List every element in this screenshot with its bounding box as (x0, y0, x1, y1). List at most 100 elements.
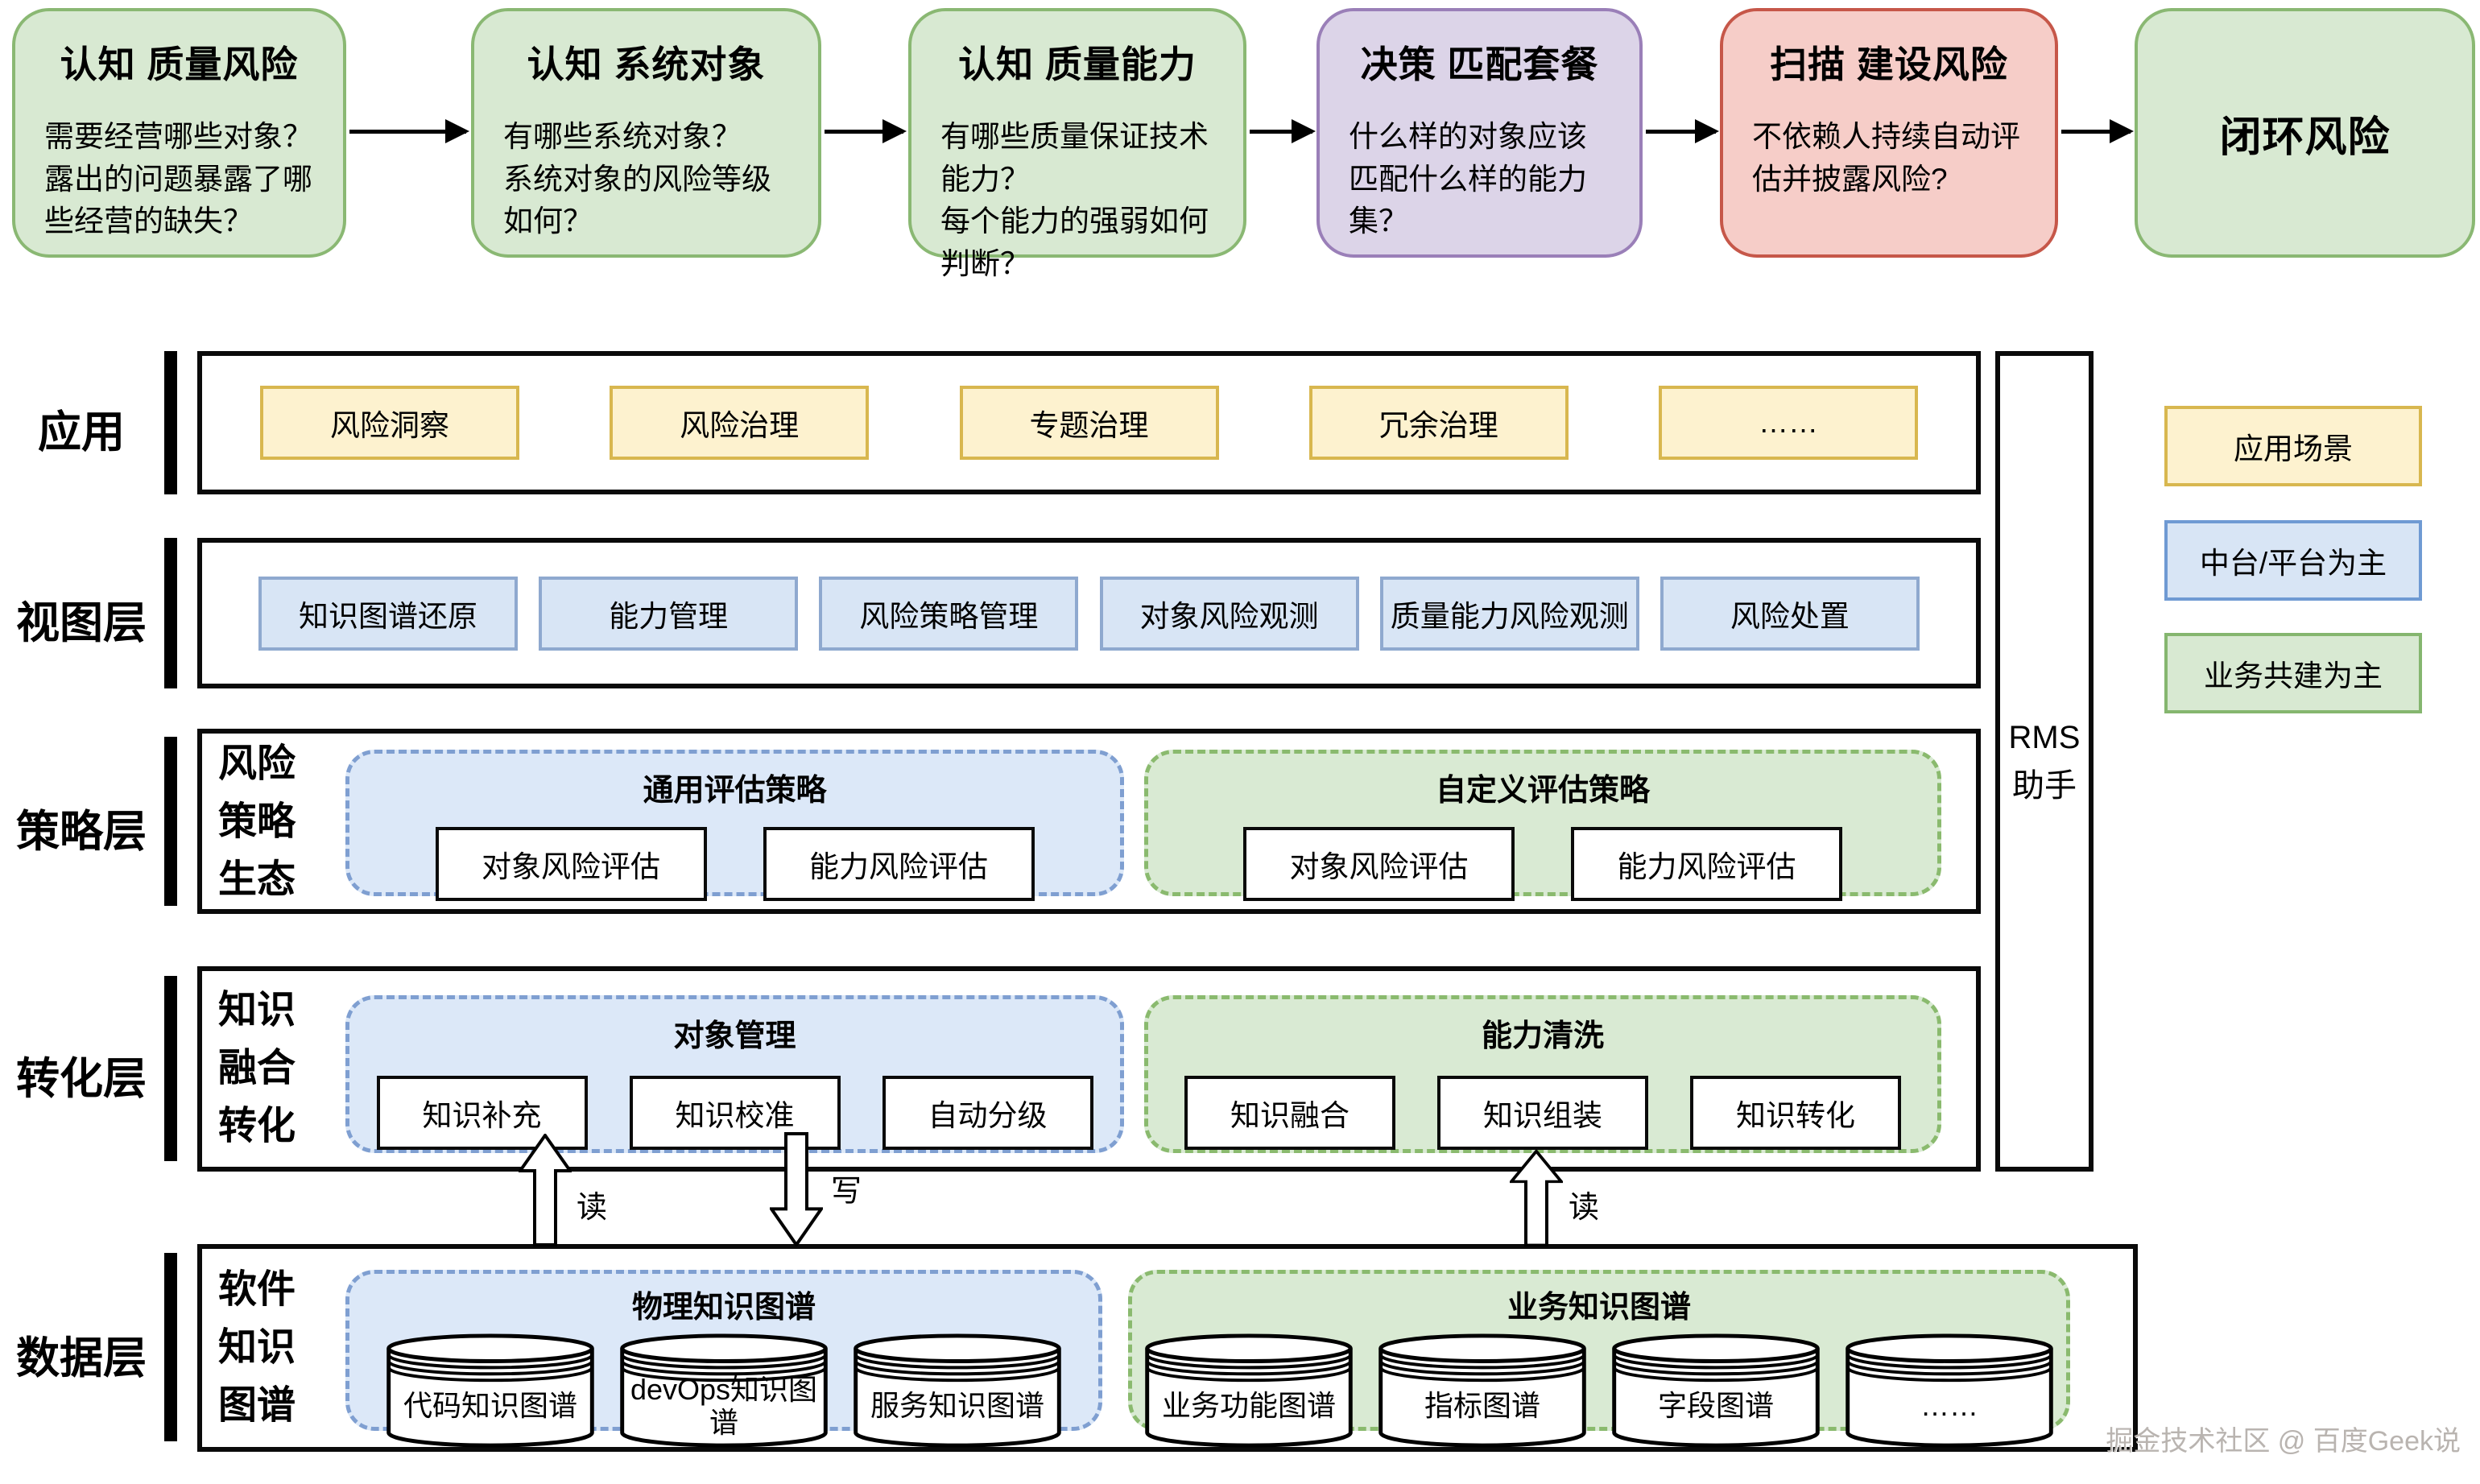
database-icon (1145, 1333, 1353, 1448)
database-cylinder: …… (1840, 1331, 2059, 1450)
layer-label-strategy: 策略层 (16, 808, 147, 856)
layer-label-view: 视图层 (16, 599, 147, 647)
data-sublabel: 软件 知识 图谱 (218, 1268, 296, 1427)
strategy-item: 对象风险评估 (435, 827, 707, 901)
business-knowledge-graph-group: 业务知识图谱 业务功能图谱 (1128, 1270, 2070, 1448)
flow-step-body: 需要经营哪些对象？ 露出的问题暴露了哪些经营的缺失？ (44, 120, 312, 238)
legend-business-cobuilt: 业务共建为主 (2164, 633, 2422, 713)
strategy-sublabel: 风险 策略 生态 (218, 742, 296, 901)
transform-item: 自动分级 (882, 1076, 1093, 1150)
database-icon (620, 1333, 828, 1448)
flow-step-decision-match: 决策 匹配套餐 什么样的对象应该匹配什么样的能力集？ (1316, 8, 1643, 258)
group-title: 对象管理 (673, 1019, 796, 1053)
strategy-item: 能力风险评估 (763, 827, 1035, 901)
group-title: 能力清洗 (1481, 1019, 1604, 1053)
read-up-arrow-icon (1508, 1148, 1564, 1250)
database-icon (1378, 1333, 1586, 1448)
layer-bar (164, 351, 177, 494)
layer-label-app: 应用 (38, 408, 125, 457)
transform-layer-row: 知识 融合 转化 对象管理 知识补充 知识校准 自动分级 能力清洗 知识融合 知… (197, 966, 1981, 1172)
database-icon (386, 1333, 594, 1448)
cylinder-label: 代码知识图谱 (403, 1389, 577, 1423)
database-cylinder: devOps知识图谱 (614, 1331, 833, 1450)
read-label: 读 (577, 1191, 608, 1225)
flow-step-body: 有哪些系统对象？ 系统对象的风险等级如何？ (503, 120, 771, 238)
transform-item: 知识转化 (1690, 1076, 1901, 1150)
database-cylinder: 服务知识图谱 (848, 1331, 1067, 1450)
legend-platform-led: 中台/平台为主 (2164, 520, 2422, 601)
cylinder-label: 指标图谱 (1424, 1389, 1540, 1423)
view-box: 对象风险观测 (1099, 576, 1359, 651)
cylinder-label: 字段图谱 (1657, 1389, 1774, 1423)
database-icon (854, 1333, 1061, 1448)
view-box: 能力管理 (539, 576, 799, 651)
flow-step-quality-risk: 认知 质量风险 需要经营哪些对象？ 露出的问题暴露了哪些经营的缺失？ (12, 8, 346, 258)
flow-step-body: 有哪些质量保证技术能力？ 每个能力的强弱如何判断？ (940, 120, 1209, 280)
read-up-arrow-icon (517, 1132, 573, 1250)
group-title: 业务知识图谱 (1507, 1291, 1691, 1325)
view-box: 风险策略管理 (819, 576, 1079, 651)
flow-step-title: 决策 匹配套餐 (1360, 43, 1599, 85)
watermark: 掘金技术社区 @ 百度Geek说 (2106, 1426, 2461, 1457)
flow-step-body: 不依赖人持续自动评估并披露风险? (1752, 120, 2020, 196)
view-box: 知识图谱还原 (258, 576, 518, 651)
app-box: …… (1659, 386, 1918, 460)
flow-step-title: 闭环风险 (2219, 114, 2391, 161)
transform-item: 知识组装 (1437, 1076, 1648, 1150)
flow-arrow-icon (1646, 119, 1719, 143)
strategy-item: 能力风险评估 (1571, 827, 1842, 901)
app-box: 风险洞察 (260, 386, 519, 460)
group-title: 通用评估策略 (643, 774, 827, 808)
layer-bar (164, 538, 177, 688)
app-layer-row: 风险洞察 风险治理 专题治理 冗余治理 …… (197, 351, 1981, 494)
view-layer-row: 知识图谱还原 能力管理 风险策略管理 对象风险观测 质量能力风险观测 风险处置 (197, 538, 1981, 688)
physical-knowledge-graph-group: 物理知识图谱 代码知识图谱 (345, 1270, 1102, 1448)
app-box: 专题治理 (959, 386, 1219, 460)
transform-item: 知识补充 (376, 1076, 588, 1150)
app-box: 风险治理 (610, 386, 870, 460)
flow-step-quality-capability: 认知 质量能力 有哪些质量保证技术能力？ 每个能力的强弱如何判断？ (908, 8, 1246, 280)
object-management-group: 对象管理 知识补充 知识校准 自动分级 (345, 995, 1124, 1153)
write-down-arrow-icon (768, 1132, 825, 1250)
write-label: 写 (831, 1175, 862, 1209)
flow-step-title: 扫描 建设风险 (1770, 43, 2008, 85)
layer-label-data: 数据层 (16, 1334, 147, 1383)
database-icon (1612, 1333, 1820, 1448)
flow-arrow-icon (825, 119, 907, 143)
view-box: 风险处置 (1660, 576, 1920, 651)
transform-item: 知识融合 (1184, 1076, 1395, 1150)
app-box: 冗余治理 (1308, 386, 1569, 460)
flow-step-body: 什么样的对象应该匹配什么样的能力集？ (1349, 120, 1587, 238)
flow-arrow-icon (2061, 119, 2134, 143)
flow-arrow-icon (349, 119, 469, 143)
flow-step-scan-risk: 扫描 建设风险 不依赖人持续自动评估并披露风险? (1720, 8, 2058, 258)
cylinder-label: 服务知识图谱 (870, 1389, 1044, 1423)
read-label: 读 (1569, 1191, 1600, 1225)
flow-step-system-object: 认知 系统对象 有哪些系统对象？ 系统对象的风险等级如何？ (471, 8, 821, 258)
strategy-layer-row: 风险 策略 生态 通用评估策略 对象风险评估 能力风险评估 自定义评估策略 对象… (197, 729, 1981, 914)
flow-arrow-icon (1250, 119, 1316, 143)
group-title: 物理知识图谱 (631, 1291, 816, 1325)
flow-step-title: 认知 质量风险 (60, 43, 299, 85)
layer-label-transform: 转化层 (16, 1055, 147, 1103)
database-cylinder: 指标图谱 (1373, 1331, 1592, 1450)
generic-eval-strategy-group: 通用评估策略 对象风险评估 能力风险评估 (345, 750, 1124, 901)
database-cylinder: 字段图谱 (1606, 1331, 1825, 1450)
capability-cleaning-group: 能力清洗 知识融合 知识组装 知识转化 (1144, 995, 1941, 1153)
legend-application-scenario: 应用场景 (2164, 406, 2422, 486)
flow-step-title: 认知 质量能力 (958, 43, 1197, 85)
cylinder-label: …… (1920, 1389, 1978, 1423)
database-cylinder: 代码知识图谱 (381, 1331, 600, 1450)
group-title: 自定义评估策略 (1435, 774, 1650, 808)
transform-sublabel: 知识 融合 转化 (218, 989, 296, 1147)
strategy-item: 对象风险评估 (1243, 827, 1515, 901)
view-box: 质量能力风险观测 (1379, 576, 1639, 651)
flow-step-closed-loop-risk: 闭环风险 (2135, 8, 2475, 258)
layer-bar (164, 737, 177, 906)
layer-bar (164, 1253, 177, 1441)
custom-eval-strategy-group: 自定义评估策略 对象风险评估 能力风险评估 (1144, 750, 1941, 901)
cylinder-label: 业务功能图谱 (1161, 1389, 1336, 1423)
database-icon (1846, 1333, 2053, 1448)
cylinder-label: devOps知识图谱 (630, 1372, 818, 1439)
